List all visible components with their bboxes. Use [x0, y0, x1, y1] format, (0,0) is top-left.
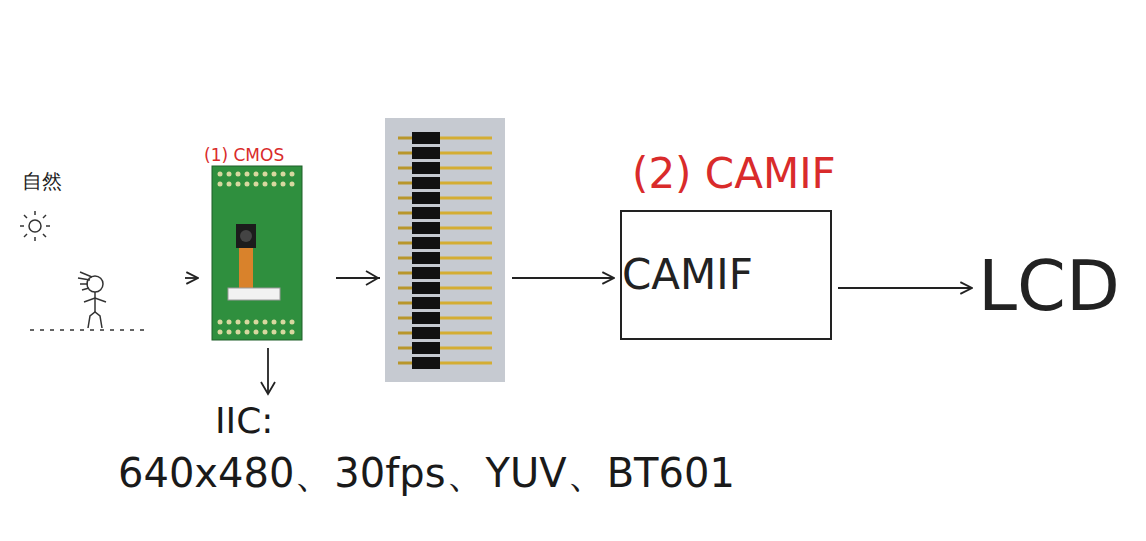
cmos-module: (1) CMOS [204, 146, 330, 342]
scene-node: 自然 [22, 170, 179, 340]
format-label: 640x480、30fps、YUV、BT601 [118, 450, 735, 496]
flow-arrow [838, 287, 972, 289]
down-arrow [261, 348, 275, 394]
node-text: LCD [978, 246, 1120, 327]
lcd-node: LCD [978, 238, 1142, 335]
person-figure [78, 272, 106, 328]
node-text: (1) CMOS [204, 146, 284, 166]
flow-arrow [336, 277, 614, 279]
camif-box: (2) CAMIFCAMIF [620, 210, 832, 340]
node-text: 自然 [22, 170, 62, 193]
pin-header-picture [385, 118, 505, 382]
box-heading: (2) CAMIF [632, 150, 836, 198]
bus-label: IIC: [215, 400, 274, 441]
cmos-board-picture [212, 166, 302, 340]
node-text: CAMIF [622, 251, 753, 299]
flow-arrow [185, 277, 198, 279]
sun-symbol [20, 211, 50, 241]
ground-line [30, 329, 148, 331]
